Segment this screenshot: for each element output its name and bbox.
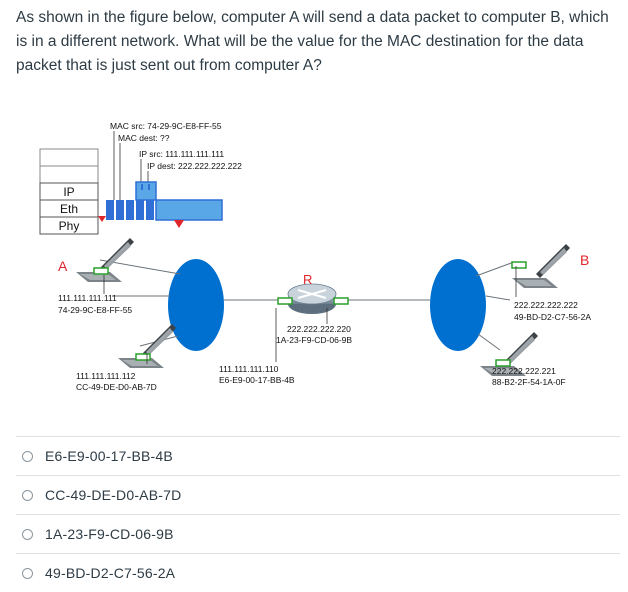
layer-ip-label: IP: [63, 185, 74, 199]
computer-c2-ip: 111.111.111.112: [76, 371, 136, 381]
computer-a-ip: 111.111.111.111: [58, 293, 117, 303]
router-label: R: [303, 272, 312, 287]
answer-options: E6-E9-00-17-BB-4B CC-49-DE-D0-AB-7D 1A-2…: [16, 436, 620, 592]
option-2-radio[interactable]: [22, 489, 33, 501]
option-3-label: 1A-23-F9-CD-06-9B: [45, 526, 174, 542]
router-right-ip: 222.222.222.220: [287, 324, 351, 334]
computer-a-label: A: [58, 258, 68, 274]
computer-c4-icon: [480, 332, 538, 376]
router-left-ip: 111.111.111.110: [219, 364, 279, 374]
ip-src-label: IP src: 111.111.111.111: [139, 149, 224, 159]
option-1[interactable]: E6-E9-00-17-BB-4B: [16, 436, 620, 475]
option-4-label: 49-BD-D2-C7-56-2A: [45, 565, 176, 581]
computer-c4-ip: 222.222.222.221: [492, 366, 556, 376]
computer-a-mac: 74-29-9C-E8-FF-55: [58, 305, 132, 315]
layer-eth-label: Eth: [60, 202, 78, 216]
ip-dest-label: IP dest: 222.222.222.222: [147, 161, 242, 171]
computer-c2-mac: CC-49-DE-D0-AB-7D: [76, 382, 157, 392]
data-packet: [98, 181, 223, 228]
computer-b-icon: [511, 244, 570, 288]
computer-c2-icon: [118, 324, 176, 368]
option-3[interactable]: 1A-23-F9-CD-06-9B: [16, 514, 620, 553]
option-4[interactable]: 49-BD-D2-C7-56-2A: [16, 553, 620, 592]
router-icon: [277, 283, 349, 314]
protocol-stack: IP Eth Phy: [39, 148, 99, 235]
lan-left-icon: [168, 259, 224, 351]
computer-a-icon: [76, 238, 134, 282]
computer-c4-mac: 88-B2-2F-54-1A-0F: [492, 377, 566, 387]
option-1-radio[interactable]: [22, 450, 33, 462]
mac-dest-label: MAC dest: ??: [118, 133, 170, 143]
option-2[interactable]: CC-49-DE-D0-AB-7D: [16, 475, 620, 514]
option-3-radio[interactable]: [22, 528, 33, 540]
mac-src-label: MAC src: 74-29-9C-E8-FF-55: [110, 121, 222, 131]
computer-b-mac: 49-BD-D2-C7-56-2A: [514, 312, 591, 322]
router-left-mac: E6-E9-00-17-BB-4B: [219, 375, 295, 385]
computer-b-label: B: [580, 252, 589, 268]
computer-b-ip: 222.222.222.222: [514, 300, 578, 310]
option-1-label: E6-E9-00-17-BB-4B: [45, 448, 173, 464]
layer-phy-label: Phy: [59, 219, 80, 233]
option-4-radio[interactable]: [22, 567, 33, 579]
question-text: As shown in the figure below, computer A…: [16, 9, 609, 74]
router-right-mac: 1A-23-F9-CD-06-9B: [276, 335, 352, 345]
lan-right-icon: [430, 259, 486, 351]
network-diagram: IP Eth Phy MAC src: 74-29-9C-E8-FF-55 MA…: [0, 100, 628, 440]
option-2-label: CC-49-DE-D0-AB-7D: [45, 487, 182, 503]
